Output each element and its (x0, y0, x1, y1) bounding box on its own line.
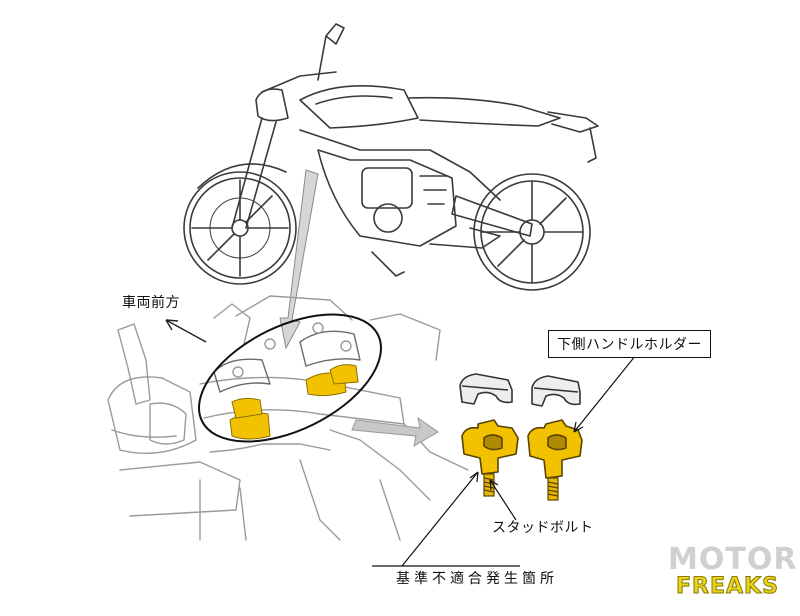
watermark-freaks: FREAKS (676, 574, 779, 600)
vehicle-front-label: 車両前方 (122, 295, 180, 311)
leader-lines (372, 349, 641, 567)
stud-bolt-label: スタッドボルト (492, 520, 594, 536)
upper-handle-holders (459, 373, 581, 407)
vehicle-front-arrow (165, 319, 207, 343)
watermark-motor: MOTOR (668, 542, 798, 577)
focus-ellipse (198, 313, 382, 443)
lower-handle-holders[interactable] (461, 419, 583, 479)
front-wheel (183, 171, 297, 285)
zoom-pointer-arrow (279, 169, 319, 350)
stud-bolts[interactable] (483, 473, 559, 501)
lower-handle-holder-label: 下側ハンドルホルダー (548, 330, 711, 358)
motorcycle-illustration (183, 23, 599, 291)
parts-pointer-arrow (351, 416, 439, 447)
defect-location-label: 基準不適合発生箇所 (396, 571, 558, 587)
closeup-highlighted-holders (229, 364, 359, 440)
